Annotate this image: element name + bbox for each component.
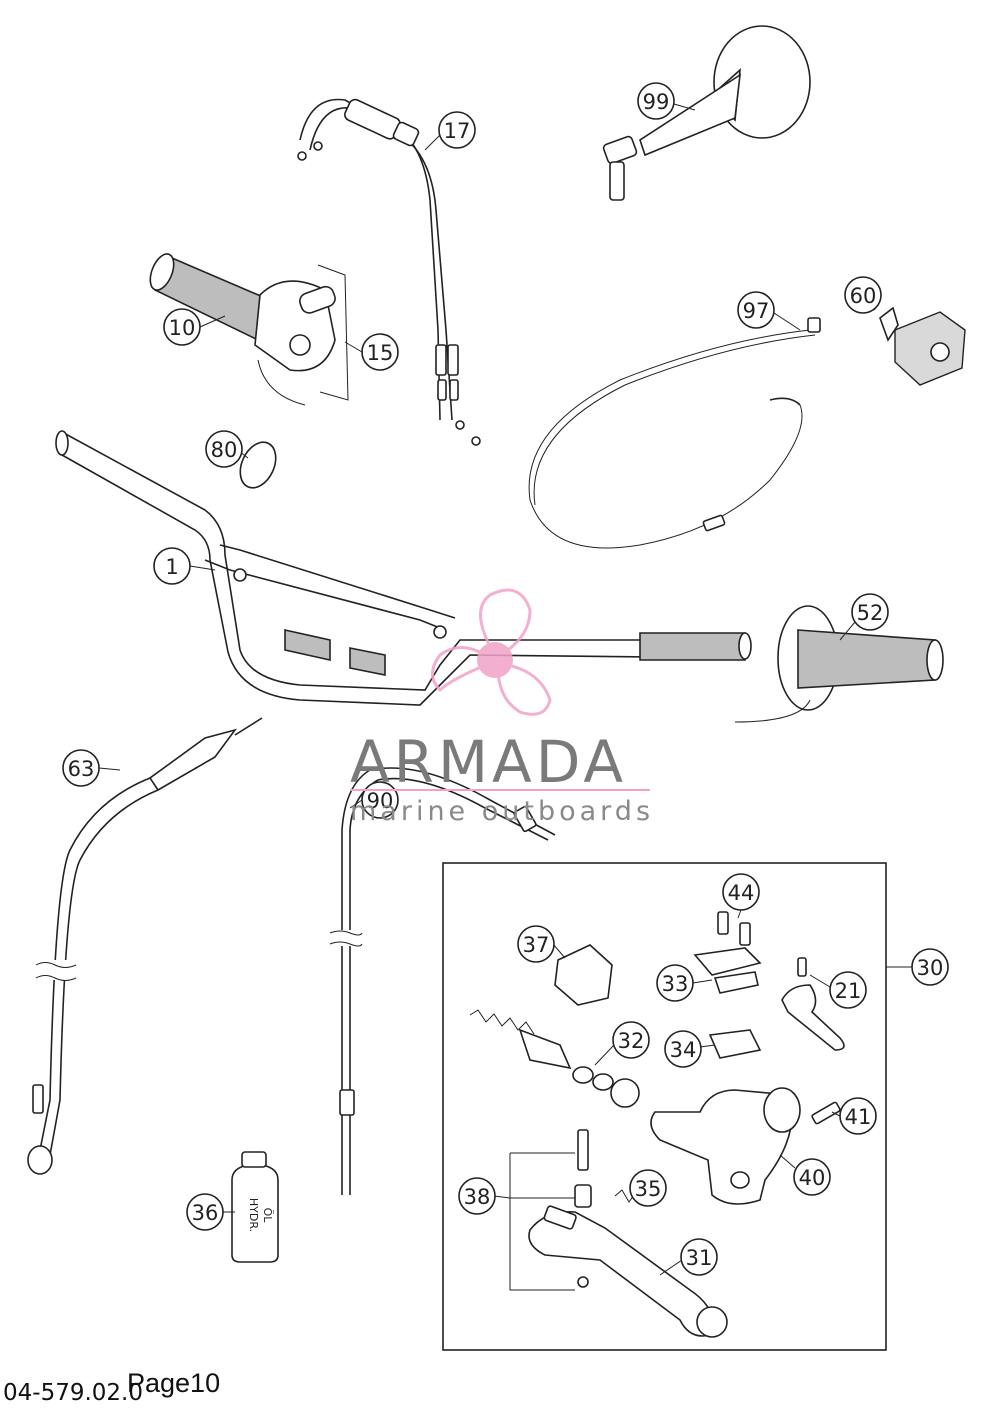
callout-97: 97 — [737, 291, 775, 329]
master-cylinder-assembly-box — [442, 862, 887, 1351]
callout-label: 30 — [917, 956, 944, 980]
callout-label: 10 — [169, 316, 196, 340]
callout-37: 37 — [517, 925, 555, 963]
callout-38: 38 — [458, 1177, 496, 1215]
callout-33: 33 — [656, 964, 694, 1002]
callout-34: 34 — [664, 1030, 702, 1068]
callout-41: 41 — [839, 1097, 877, 1135]
switch-housing — [879, 306, 966, 386]
master-cylinder-parts — [469, 911, 845, 1338]
callout-36: 36 — [186, 1193, 224, 1231]
page-number: Page10 — [127, 1368, 220, 1398]
callout-label: 90 — [367, 789, 394, 813]
callout-label: 97 — [743, 299, 770, 323]
callout-15: 15 — [361, 333, 399, 371]
callout-30: 30 — [911, 948, 949, 986]
callout-label: 80 — [211, 438, 238, 462]
callout-label: 41 — [845, 1105, 872, 1129]
callout-label: 44 — [728, 881, 755, 905]
callout-label: 17 — [444, 119, 471, 143]
callout-label: 1 — [165, 555, 178, 579]
callout-1: 1 — [153, 547, 191, 585]
handlebar — [55, 430, 752, 706]
callout-40: 40 — [793, 1158, 831, 1196]
armada-watermark: ARMADA marine outboards — [350, 588, 654, 827]
callout-60: 60 — [844, 276, 882, 314]
callout-label: 63 — [68, 757, 95, 781]
callout-label: 31 — [686, 1246, 713, 1270]
callout-99: 99 — [637, 82, 675, 120]
watermark-brand: ARMADA — [350, 728, 627, 796]
hydraulic-oil-bottle: HYDR. ÖL — [231, 1151, 279, 1263]
callout-label: 33 — [662, 972, 689, 996]
callout-10: 10 — [163, 308, 201, 346]
callout-label: 37 — [523, 933, 550, 957]
callout-label: 40 — [799, 1166, 826, 1190]
callout-31: 31 — [680, 1238, 718, 1276]
propeller-logo-icon — [431, 588, 552, 716]
watermark-tagline: marine outboards — [350, 796, 654, 827]
callout-63: 63 — [62, 749, 100, 787]
callout-label: 52 — [857, 601, 884, 625]
callout-44: 44 — [722, 873, 760, 911]
diagram-code: 04-579.02.0 — [3, 1380, 143, 1406]
throttle-grip — [149, 253, 349, 406]
mirror — [602, 25, 811, 201]
bottle-label-oel: ÖL — [261, 1208, 274, 1224]
callout-label: 38 — [464, 1185, 491, 1209]
hotstart-cable — [328, 767, 556, 1195]
callout-label: 15 — [367, 341, 394, 365]
callout-35: 35 — [629, 1169, 667, 1207]
callout-label: 21 — [835, 979, 862, 1003]
callout-label: 36 — [192, 1201, 219, 1225]
left-grip — [734, 605, 944, 723]
hydraulic-line — [27, 717, 263, 1175]
hose-clamp — [239, 441, 277, 489]
callout-17: 17 — [438, 111, 476, 149]
bottle-label-hydr: HYDR. — [247, 1198, 260, 1232]
callout-label: 34 — [670, 1038, 697, 1062]
callout-52: 52 — [851, 593, 889, 631]
callout-label: 99 — [643, 90, 670, 114]
callout-80: 80 — [205, 430, 243, 468]
callout-label: 60 — [850, 284, 877, 308]
throttle-cables — [297, 98, 481, 446]
callout-label: 32 — [618, 1029, 645, 1053]
callout-32: 32 — [612, 1021, 650, 1059]
callout-21: 21 — [829, 971, 867, 1009]
callout-label: 35 — [635, 1177, 662, 1201]
clutch-cable — [528, 317, 821, 549]
